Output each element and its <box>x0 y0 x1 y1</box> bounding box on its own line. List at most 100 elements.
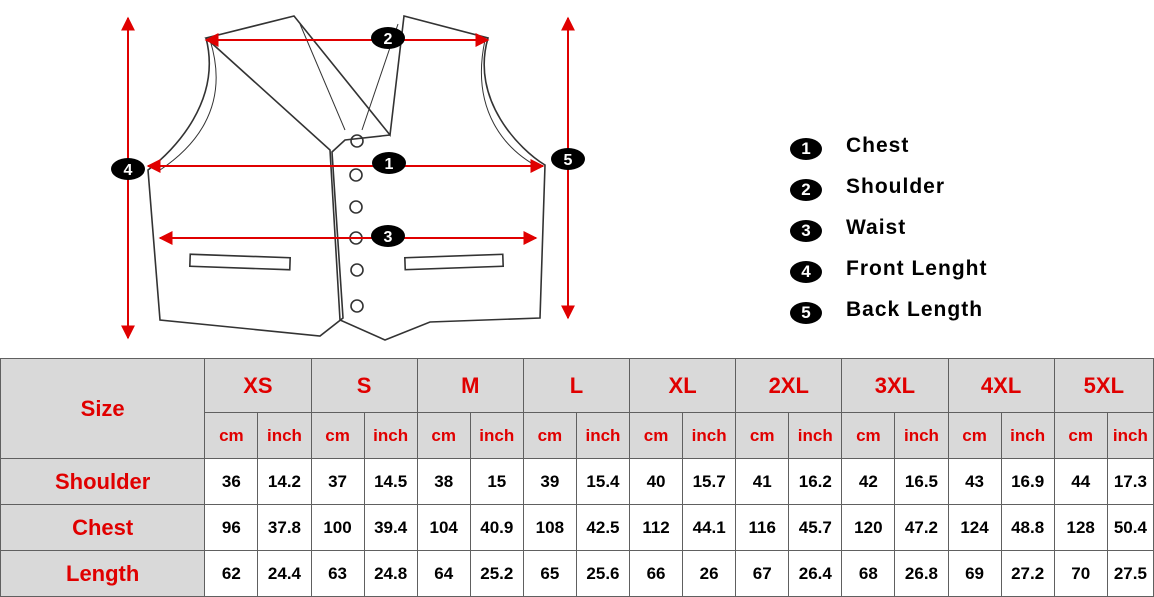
unit-inch-header: inch <box>257 412 312 459</box>
measurement-cell: 120 <box>841 504 896 551</box>
unit-inch-header: inch <box>575 412 631 459</box>
marker-4: 4 <box>111 158 145 180</box>
svg-text:4: 4 <box>124 162 133 179</box>
unit-inch-header: inch <box>682 412 737 459</box>
marker-2: 2 <box>371 27 405 49</box>
measurement-cell: 25.6 <box>575 550 631 597</box>
measurement-cell: 26.8 <box>894 550 949 597</box>
unit-inch-header: inch <box>1106 412 1154 459</box>
measurement-cell: 50.4 <box>1106 504 1154 551</box>
measurement-cell: 48.8 <box>1000 504 1055 551</box>
unit-inch-header: inch <box>1000 412 1055 459</box>
row-label-chest: Chest <box>0 504 206 551</box>
number-2-icon: 2 <box>790 179 822 201</box>
measurement-cell: 47.2 <box>894 504 949 551</box>
vest-outline <box>147 14 546 341</box>
unit-cm-header: cm <box>310 412 365 459</box>
measurement-cell: 15.7 <box>682 458 737 505</box>
measurement-cell: 39.4 <box>363 504 418 551</box>
measurement-cell: 108 <box>522 504 577 551</box>
measurement-cell: 14.2 <box>257 458 312 505</box>
measurement-cell: 67 <box>735 550 790 597</box>
measurement-cell: 128 <box>1053 504 1108 551</box>
unit-cm-header: cm <box>735 412 790 459</box>
row-label-shoulder: Shoulder <box>0 458 206 505</box>
marker-5: 5 <box>551 148 585 170</box>
measurement-cell: 41 <box>735 458 790 505</box>
svg-text:1: 1 <box>385 156 394 173</box>
measurement-cell: 62 <box>204 550 259 597</box>
measurement-cell: 37 <box>310 458 365 505</box>
measurement-cell: 42.5 <box>575 504 631 551</box>
measurement-cell: 24.4 <box>257 550 312 597</box>
measurement-cell: 26 <box>682 550 737 597</box>
size-l-header: L <box>522 358 631 413</box>
unit-inch-header: inch <box>363 412 418 459</box>
measurement-cell: 16.9 <box>1000 458 1055 505</box>
measurement-cell: 104 <box>416 504 471 551</box>
unit-inch-header: inch <box>788 412 843 459</box>
measurement-cell: 112 <box>628 504 684 551</box>
size-2xl-header: 2XL <box>735 358 843 413</box>
measurement-cell: 16.2 <box>788 458 843 505</box>
svg-text:2: 2 <box>384 31 393 48</box>
measurement-cell: 15 <box>469 458 524 505</box>
measurement-cell: 69 <box>947 550 1002 597</box>
measurement-cell: 68 <box>841 550 896 597</box>
measurement-cell: 116 <box>735 504 790 551</box>
number-1-icon: 1 <box>790 138 822 160</box>
size-s-header: S <box>310 358 418 413</box>
size-xl-header: XL <box>628 358 737 413</box>
vest-diagram: 2 1 3 4 5 1 Chest 2 Shoulder 3 Wais <box>111 14 988 341</box>
size-5xl-header: 5XL <box>1053 358 1154 413</box>
measurement-cell: 16.5 <box>894 458 949 505</box>
measurement-cell: 24.8 <box>363 550 418 597</box>
size-xs-header: XS <box>204 358 312 413</box>
unit-cm-header: cm <box>841 412 896 459</box>
measurement-cell: 14.5 <box>363 458 418 505</box>
measurement-cell: 36 <box>204 458 259 505</box>
measurement-cell: 38 <box>416 458 471 505</box>
legend-label: Waist <box>846 216 907 239</box>
measurement-cell: 66 <box>628 550 684 597</box>
measurement-cell: 70 <box>1053 550 1108 597</box>
unit-inch-header: inch <box>469 412 524 459</box>
vest-illustration: 2 1 3 4 5 <box>111 14 585 341</box>
measurement-cell: 15.4 <box>575 458 631 505</box>
legend-label: Shoulder <box>846 175 946 198</box>
measurement-cell: 40.9 <box>469 504 524 551</box>
measurement-cell: 124 <box>947 504 1002 551</box>
measurement-cell: 43 <box>947 458 1002 505</box>
measurement-cell: 65 <box>522 550 577 597</box>
measurement-cell: 40 <box>628 458 684 505</box>
legend-label: Front Lenght <box>846 257 988 280</box>
size-4xl-header: 4XL <box>947 358 1055 413</box>
unit-cm-header: cm <box>1053 412 1108 459</box>
measurement-cell: 39 <box>522 458 577 505</box>
unit-inch-header: inch <box>894 412 949 459</box>
size-3xl-header: 3XL <box>841 358 949 413</box>
number-3-icon: 3 <box>790 220 822 242</box>
number-4-icon: 4 <box>790 261 822 283</box>
unit-cm-header: cm <box>416 412 471 459</box>
svg-text:5: 5 <box>564 152 573 169</box>
size-m-header: M <box>416 358 524 413</box>
measurement-cell: 27.5 <box>1106 550 1154 597</box>
measurement-cell: 25.2 <box>469 550 524 597</box>
measurement-cell: 17.3 <box>1106 458 1154 505</box>
measurement-cell: 64 <box>416 550 471 597</box>
number-5-icon: 5 <box>790 302 822 324</box>
unit-cm-header: cm <box>204 412 259 459</box>
measurement-cell: 44.1 <box>682 504 737 551</box>
measurement-cell: 26.4 <box>788 550 843 597</box>
measurement-cell: 27.2 <box>1000 550 1055 597</box>
legend-label: Chest <box>846 134 910 157</box>
size-column-header: Size <box>0 358 206 459</box>
measurement-cell: 63 <box>310 550 365 597</box>
measurement-cell: 100 <box>310 504 365 551</box>
